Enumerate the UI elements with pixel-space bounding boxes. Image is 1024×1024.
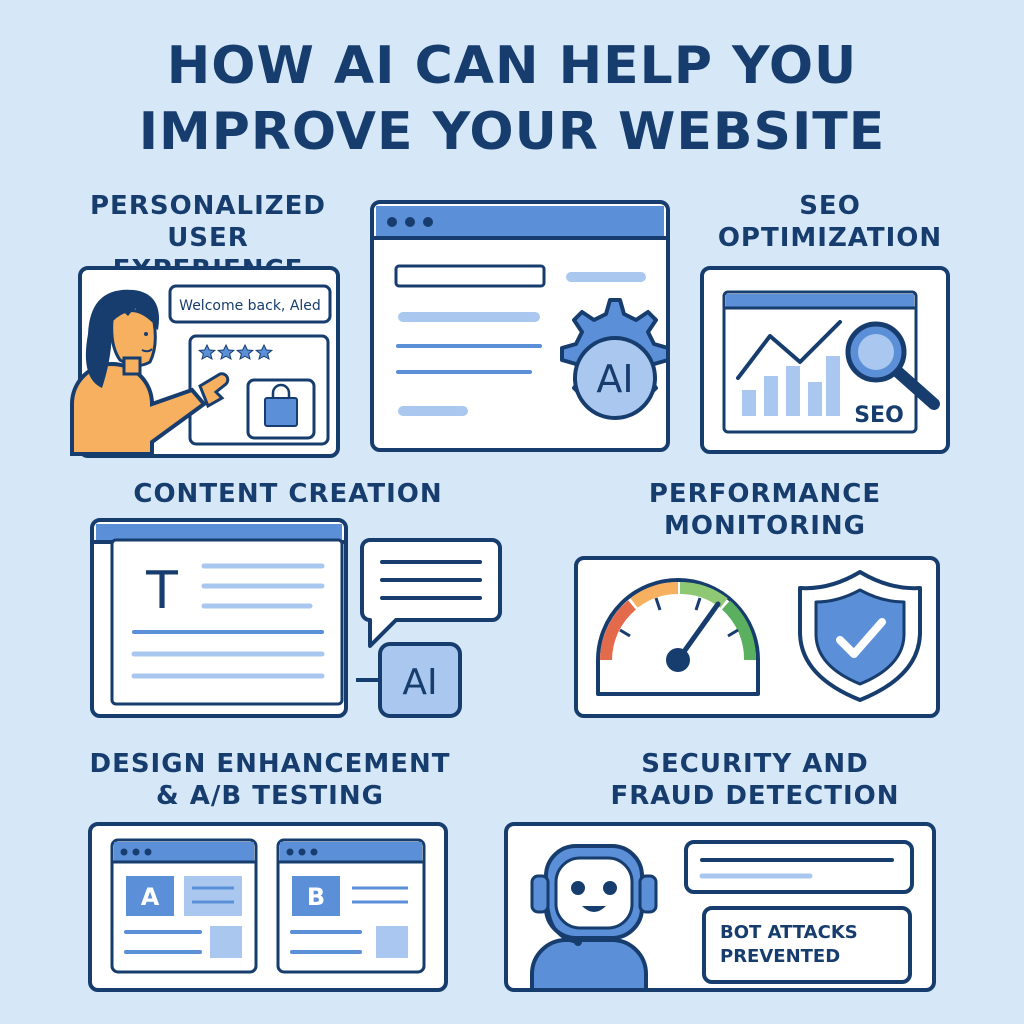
ai-chip-label: AI: [402, 662, 437, 703]
content-creation-panel: T AI: [90, 518, 502, 718]
chat-bubble-icon: [360, 538, 502, 648]
alert-bubble: BOT ATTACKS PREVENTED: [702, 906, 912, 984]
personalized-panel: Welcome back, Aled: [70, 266, 340, 458]
page-title-line-1: HOW AI CAN HELP YOU: [166, 36, 858, 96]
performance-panel: [574, 556, 940, 718]
ai-website-panel: AI: [370, 200, 670, 452]
variant-b-label: B: [307, 883, 325, 911]
woman-user-icon: [70, 289, 230, 456]
seo-panel: SEO: [700, 266, 950, 454]
text-lines-icon: [131, 563, 325, 679]
message-bubble-icon: [684, 840, 914, 894]
text-tool-letter: T: [145, 561, 178, 621]
variant-a-window: A: [110, 838, 258, 974]
design-label: DESIGN ENHANCEMENT & A/B TESTING: [89, 749, 451, 811]
security-label: SECURITY AND FRAUD DETECTION: [610, 749, 900, 811]
rating-stars-icon: [197, 343, 274, 361]
page-title-line-2: IMPROVE YOUR WEBSITE: [138, 102, 886, 162]
shopping-bag-icon: [264, 383, 298, 427]
performance-label: PERFORMANCE MONITORING: [648, 479, 882, 541]
content-creation-label: CONTENT CREATION: [133, 479, 443, 509]
ai-gear-badge: AI: [596, 357, 633, 401]
ai-gear-icon: [560, 298, 670, 420]
seo-label: SEO OPTIMIZATION: [717, 191, 943, 253]
speedometer-icon: [596, 578, 760, 696]
bar-chart-icon: [742, 356, 840, 416]
design-ab-panel: A B: [88, 822, 448, 992]
window-dots-icon: [387, 217, 433, 227]
variant-a-label: A: [141, 883, 160, 911]
magnifier-icon: [845, 321, 940, 410]
welcome-bubble: [168, 284, 332, 324]
variant-b-window: B: [276, 838, 426, 974]
ai-chip: [378, 642, 462, 718]
security-panel: BOT ATTACKS PREVENTED: [504, 822, 936, 992]
alert-line-2: PREVENTED: [720, 946, 840, 967]
welcome-text: Welcome back, Aled: [179, 298, 321, 314]
robot-support-icon: [530, 844, 658, 992]
seo-badge: SEO: [854, 403, 904, 428]
alert-line-1: BOT ATTACKS: [720, 922, 858, 943]
shield-check-icon: [798, 570, 922, 702]
